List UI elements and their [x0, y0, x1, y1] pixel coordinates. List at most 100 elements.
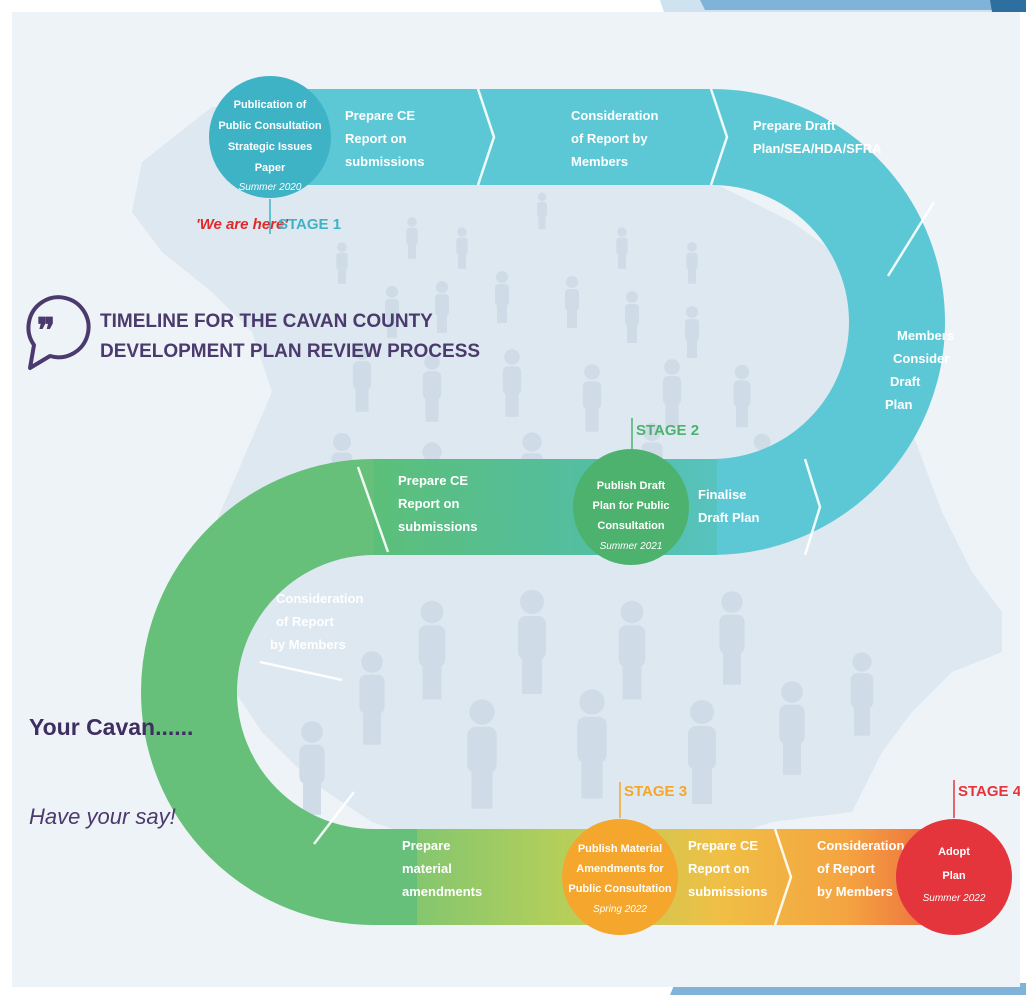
- title-line-1: TIMELINE FOR THE CAVAN COUNTY: [100, 311, 433, 332]
- svg-text:Prepare CE: Prepare CE: [345, 108, 415, 123]
- svg-text:Summer 2020: Summer 2020: [239, 182, 302, 193]
- svg-text:Paper: Paper: [255, 162, 286, 174]
- svg-text:Consideration: Consideration: [571, 108, 658, 123]
- your-cavan-text: Your Cavan......: [29, 714, 193, 740]
- svg-text:Consider: Consider: [893, 351, 949, 366]
- top-corner-band-accent: [990, 0, 1026, 12]
- svg-text:Plan for Public: Plan for Public: [592, 500, 669, 512]
- person-silhouette: [495, 271, 509, 323]
- svg-text:Summer 2021: Summer 2021: [600, 541, 663, 552]
- person-silhouette: [733, 364, 751, 428]
- svg-text:Adopt: Adopt: [938, 846, 970, 858]
- timeline-poster: Prepare CE Report on submissions Conside…: [12, 12, 1020, 987]
- svg-text:Plan: Plan: [942, 870, 966, 882]
- person-silhouette: [299, 721, 325, 815]
- step-dividers: [259, 88, 936, 926]
- person-silhouette: [352, 344, 372, 412]
- svg-text:Prepare: Prepare: [402, 838, 450, 853]
- svg-text:of Report: of Report: [817, 861, 875, 876]
- person-silhouette: [686, 242, 698, 284]
- svg-text:Consideration: Consideration: [276, 591, 363, 606]
- step-label-finalise: Finalise Draft Plan: [698, 487, 759, 525]
- svg-text:Plan: Plan: [885, 397, 913, 412]
- svg-text:Summer 2022: Summer 2022: [923, 893, 986, 904]
- person-silhouette: [582, 364, 602, 432]
- milestone-circle-3: [562, 819, 678, 935]
- person-silhouette: [418, 600, 446, 700]
- person-silhouette: [719, 591, 745, 685]
- svg-text:amendments: amendments: [402, 884, 482, 899]
- person-silhouette: [435, 281, 449, 333]
- person-silhouette: [625, 291, 639, 343]
- step-label-consideration-3: Consideration of Report by Members: [817, 838, 904, 899]
- person-silhouette: [385, 286, 399, 338]
- step-label-members-consider: Members Consider Draft Plan: [885, 328, 954, 412]
- person-silhouette: [422, 354, 442, 422]
- svg-text:Report on: Report on: [688, 861, 749, 876]
- milestone-stage-1: Publication of Public Consultation Strat…: [196, 76, 341, 234]
- person-silhouette: [406, 217, 418, 259]
- milestone-stage-2: STAGE 2 Publish Draft Plan for Public Co…: [573, 418, 699, 565]
- speech-bubble-quote-icon: ❞: [26, 295, 91, 370]
- svg-text:Draft Plan: Draft Plan: [698, 510, 759, 525]
- step-label-consideration-2: Consideration of Report by Members: [270, 591, 363, 652]
- svg-text:by Members: by Members: [817, 884, 893, 899]
- svg-text:submissions: submissions: [398, 519, 477, 534]
- milestone-circle-1: [209, 76, 331, 198]
- stage-1-label: STAGE 1: [278, 216, 341, 233]
- svg-text:of Report: of Report: [276, 614, 334, 629]
- stage-2-label: STAGE 2: [636, 422, 699, 439]
- top-corner-band-dark: [700, 0, 1026, 10]
- svg-text:Prepare CE: Prepare CE: [398, 473, 468, 488]
- person-silhouette: [336, 242, 348, 284]
- stage-4-label: STAGE 4: [958, 783, 1020, 800]
- person-silhouette: [618, 600, 646, 700]
- timeline-road-top: [267, 89, 945, 555]
- svg-text:Publish Draft: Publish Draft: [597, 480, 666, 492]
- person-silhouette: [662, 359, 682, 427]
- we-are-here-label: 'We are here': [196, 216, 288, 233]
- milestone-circle-2: [573, 449, 689, 565]
- person-silhouette: [467, 699, 497, 809]
- step-label-prepare-material: Prepare material amendments: [402, 838, 482, 899]
- svg-text:Finalise: Finalise: [698, 487, 746, 502]
- svg-text:by Members: by Members: [270, 637, 346, 652]
- svg-text:submissions: submissions: [345, 154, 424, 169]
- people-silhouettes: [299, 192, 874, 815]
- svg-text:Report on: Report on: [345, 131, 406, 146]
- person-silhouette: [518, 590, 546, 694]
- step-label-prepare-draft: Prepare Draft Plan/SEA/HDA/SFRA: [753, 118, 882, 156]
- milestone-stage-3: STAGE 3 Publish Material Amendments for …: [562, 782, 687, 935]
- person-silhouette: [537, 192, 547, 230]
- svg-text:Members: Members: [571, 154, 628, 169]
- have-your-say-text: Have your say!: [29, 804, 176, 829]
- svg-text:Strategic Issues: Strategic Issues: [228, 141, 312, 153]
- step-label-prepare-ce-2: Prepare CE Report on submissions: [398, 473, 477, 534]
- svg-text:of Report by: of Report by: [571, 131, 648, 146]
- svg-text:❞: ❞: [37, 313, 55, 350]
- svg-text:material: material: [402, 861, 452, 876]
- person-silhouette: [688, 700, 716, 804]
- person-silhouette: [502, 349, 522, 417]
- step-label-prepare-ce-3: Prepare CE Report on submissions: [688, 838, 767, 899]
- svg-text:Plan/SEA/HDA/SFRA: Plan/SEA/HDA/SFRA: [753, 141, 882, 156]
- svg-text:Spring 2022: Spring 2022: [593, 904, 647, 915]
- person-silhouette: [565, 276, 579, 328]
- svg-text:Prepare CE: Prepare CE: [688, 838, 758, 853]
- person-silhouette: [577, 689, 607, 799]
- stage-3-label: STAGE 3: [624, 783, 687, 800]
- svg-text:Report on: Report on: [398, 496, 459, 511]
- person-silhouette: [850, 652, 874, 736]
- step-label-prepare-ce-1: Prepare CE Report on submissions: [345, 108, 424, 169]
- svg-text:submissions: submissions: [688, 884, 767, 899]
- person-silhouette: [359, 651, 385, 745]
- timeline-diagram: Prepare CE Report on submissions Conside…: [26, 76, 1020, 935]
- svg-text:Draft: Draft: [890, 374, 921, 389]
- person-silhouette: [685, 306, 699, 358]
- milestone-circle-4: [896, 819, 1012, 935]
- svg-text:Consultation: Consultation: [597, 520, 664, 532]
- timeline-road-left-curve: [141, 459, 432, 925]
- title-line-2: DEVELOPMENT PLAN REVIEW PROCESS: [100, 341, 480, 362]
- person-silhouette: [456, 227, 468, 269]
